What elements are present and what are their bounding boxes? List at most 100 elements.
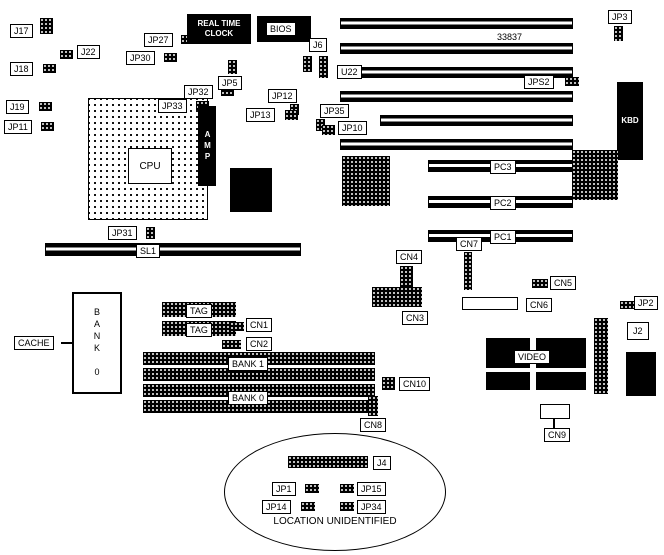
connector-jp31 [146, 227, 155, 239]
connector-j22 [60, 50, 73, 59]
connector-jps2 [565, 77, 579, 86]
label-jp1: JP1 [272, 482, 296, 496]
label-jp3: JP3 [608, 10, 632, 24]
cache-lead-line [61, 342, 72, 344]
label-jp2: JP2 [634, 296, 658, 310]
connector-jp10 [322, 125, 335, 135]
connector-cn8 [368, 396, 378, 416]
connector-jp12 [290, 104, 299, 115]
label-pc3: PC3 [490, 160, 516, 174]
cpu-label: CPU [139, 160, 161, 172]
label-tag-2: TAG [186, 323, 212, 337]
simm-slot-3 [143, 384, 375, 397]
location-unidentified-bubble [224, 433, 446, 551]
label-sl1: SL1 [136, 244, 161, 258]
connector-jp3 [614, 26, 623, 41]
label-jp32: JP32 [184, 85, 213, 99]
label-jp31: JP31 [108, 226, 137, 240]
label-jp34: JP34 [357, 500, 386, 514]
connector-j19 [39, 102, 52, 111]
amp-chip: AMP [198, 106, 216, 186]
connector-j6 [303, 56, 312, 72]
label-jp35: JP35 [320, 104, 349, 118]
label-j19: J19 [6, 100, 29, 114]
label-cn2: CN2 [246, 337, 273, 351]
label-cn6: CN6 [526, 298, 553, 312]
label-j22: J22 [77, 45, 100, 59]
connector-cn9 [540, 404, 570, 419]
label-cn1: CN1 [246, 318, 273, 332]
simm-slot-2 [143, 368, 375, 381]
location-unidentified-note: LOCATION UNIDENTIFIED [273, 516, 397, 527]
video-chip-3 [486, 372, 530, 390]
label-j4: J4 [373, 456, 391, 470]
cache-bank-label: BANK 0 [92, 307, 102, 379]
connector-jp14 [301, 502, 315, 511]
label-cache: CACHE [14, 336, 54, 350]
label-jp13: JP13 [246, 108, 275, 122]
kbd-label: KBD [621, 116, 639, 125]
simm-slot-4 [143, 400, 375, 413]
amp-label: AMP [203, 129, 212, 163]
connector-cn5 [532, 279, 548, 288]
connector-u22 [319, 56, 328, 78]
sl1-slot [45, 243, 301, 256]
label-jps2: JPS2 [524, 75, 554, 89]
cn9-lead-line [553, 419, 555, 428]
connector-jp33 [196, 101, 209, 110]
connector-jp2 [620, 301, 634, 309]
connector-jp30 [164, 53, 177, 62]
label-bank1: BANK 1 [228, 357, 269, 371]
connector-cn3 [372, 287, 422, 307]
rtc-label-line1: REAL TIME [197, 19, 241, 28]
connector-cn6 [462, 297, 518, 310]
label-jp27: JP27 [144, 33, 173, 47]
connector-jp13 [285, 110, 298, 120]
label-jp30: JP30 [126, 51, 155, 65]
chipset-2 [342, 156, 390, 206]
connector-cn2 [222, 340, 241, 349]
label-jp12: JP12 [268, 89, 297, 103]
label-j6: J6 [309, 38, 327, 52]
label-cn10: CN10 [399, 377, 431, 391]
isa-slot-2 [340, 43, 573, 54]
label-jp14: JP14 [262, 500, 291, 514]
label-jp33: JP33 [158, 99, 187, 113]
connector-jp32 [221, 87, 234, 96]
label-j18: J18 [10, 62, 33, 76]
board-number: 33837 [497, 32, 523, 42]
isa-slot-1 [340, 18, 573, 29]
label-cn4: CN4 [396, 250, 423, 264]
cache-socket: BANK 0 [72, 292, 122, 394]
label-j2: J2 [627, 322, 649, 340]
isa-slot-6 [340, 139, 573, 150]
pin-header-strip [594, 318, 608, 394]
connector-jp11 [41, 122, 54, 131]
label-pc1: PC1 [490, 230, 516, 244]
connector-jp34 [340, 502, 354, 511]
label-cn7: CN7 [456, 237, 483, 251]
video-chip-4 [536, 372, 586, 390]
isa-slot-5 [380, 115, 573, 126]
connector-j17 [40, 18, 53, 34]
chipset-3 [572, 150, 618, 200]
label-video: VIDEO [514, 350, 551, 364]
label-bank0: BANK 0 [228, 391, 269, 405]
label-cn9: CN9 [544, 428, 571, 442]
chipset-1 [230, 168, 272, 212]
rtc-label-line2: CLOCK [204, 29, 234, 38]
label-tag-1: TAG [186, 304, 212, 318]
label-jp15: JP15 [357, 482, 386, 496]
connector-jp1 [305, 484, 319, 493]
label-cn3: CN3 [402, 311, 429, 325]
bios-label: BIOS [266, 22, 296, 36]
isa-slot-4 [340, 91, 573, 102]
edge-port [626, 352, 656, 396]
label-pc2: PC2 [490, 196, 516, 210]
label-jp10: JP10 [338, 121, 367, 135]
label-jp11: JP11 [4, 120, 32, 134]
label-cn8: CN8 [360, 418, 387, 432]
connector-jp5 [228, 60, 237, 74]
label-j17: J17 [10, 24, 33, 38]
